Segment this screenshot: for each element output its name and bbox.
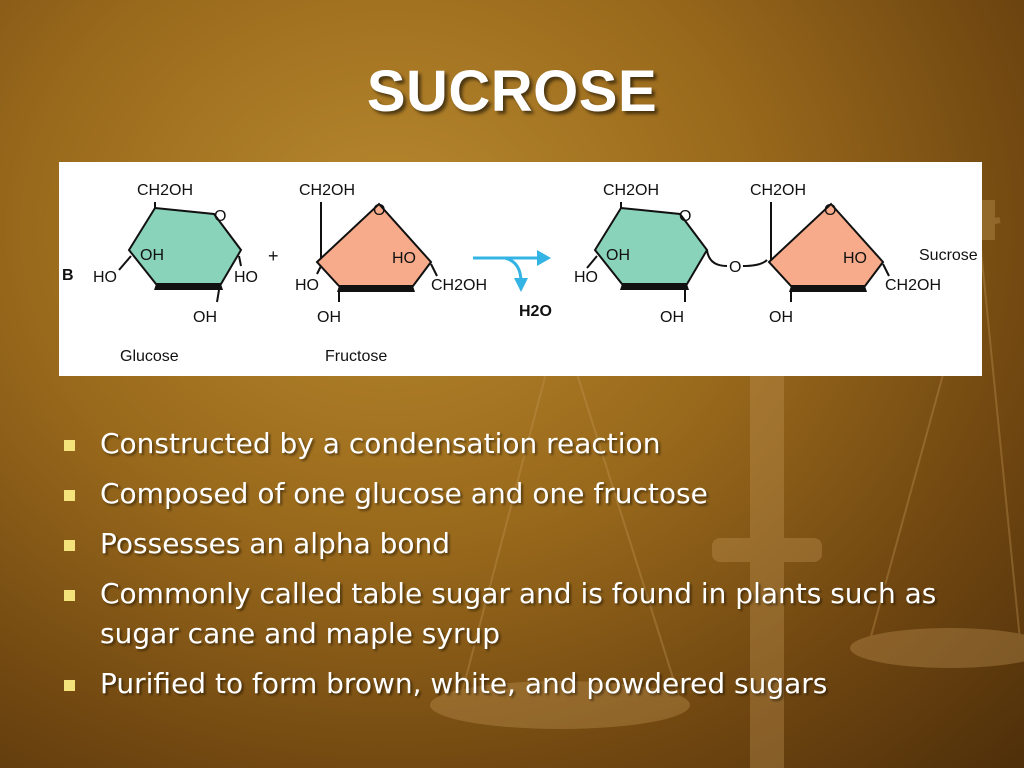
sucrose-fructose-ch2oh-top: CH2OH xyxy=(750,182,806,199)
glucose-ho-right: HO xyxy=(234,269,258,286)
bullet-square-icon xyxy=(64,590,75,601)
bullet-square-icon xyxy=(64,490,75,501)
bullet-square-icon xyxy=(64,680,75,691)
bullet-square-icon xyxy=(64,440,75,451)
sucrose-glucose-ho-left: HO xyxy=(574,269,598,286)
glucose-ho-left: HO xyxy=(93,269,117,286)
slide-title: SUCROSE xyxy=(366,59,658,124)
sucrose-glucose-ring-o: O xyxy=(679,208,691,225)
sucrose-name-label: Sucrose xyxy=(919,247,978,264)
bullet-text: Constructed by a condensation reaction xyxy=(100,427,661,460)
sucrose-bridge-o: O xyxy=(729,259,741,276)
bullet-square-icon xyxy=(64,540,75,551)
sucrose-molecule: CH2OH O OH HO OH O CH2OH O HO CH2OH OH xyxy=(574,182,978,326)
fructose-ho-inner: HO xyxy=(392,250,416,267)
glucose-molecule: CH2OH O OH HO HO OH Glucose xyxy=(93,182,258,365)
water-label: H2O xyxy=(519,303,552,320)
fructose-ho-left: HO xyxy=(295,277,319,294)
glucose-oh-inner: OH xyxy=(140,247,164,264)
bullet-item: Purified to form brown, white, and powde… xyxy=(60,664,980,704)
panel-label: B xyxy=(62,267,74,284)
bullet-text: Purified to form brown, white, and powde… xyxy=(100,667,828,700)
sucrose-glucose-oh-bottom: OH xyxy=(660,309,684,326)
sucrose-fructose-ring-o: O xyxy=(824,202,836,219)
sucrose-fructose-ch2oh-right: CH2OH xyxy=(885,277,941,294)
sucrose-glucose-oh-inner: OH xyxy=(606,247,630,264)
sucrose-fructose-oh-bottom: OH xyxy=(769,309,793,326)
bullet-list: Constructed by a condensation reaction C… xyxy=(60,424,980,714)
glucose-oh-bottom: OH xyxy=(193,309,217,326)
fructose-ch2oh-top: CH2OH xyxy=(299,182,355,199)
sucrose-fructose-ho-inner: HO xyxy=(843,250,867,267)
bullet-item: Constructed by a condensation reaction xyxy=(60,424,980,464)
glucose-name-label: Glucose xyxy=(120,348,179,365)
sucrose-glucose-ch2oh: CH2OH xyxy=(603,182,659,199)
fructose-ch2oh-right: CH2OH xyxy=(431,277,487,294)
fructose-oh-bottom: OH xyxy=(317,309,341,326)
bullet-text: Possesses an alpha bond xyxy=(100,527,451,560)
sucrose-fructose-ring xyxy=(767,202,885,287)
glucose-ring-o: O xyxy=(214,208,226,225)
fructose-molecule: CH2OH O HO HO CH2OH OH Fructose xyxy=(295,182,487,365)
fructose-ring xyxy=(315,202,433,287)
bullet-text: Composed of one glucose and one fructose xyxy=(100,477,708,510)
bullet-item: Possesses an alpha bond xyxy=(60,524,980,564)
fructose-ring-o: O xyxy=(373,202,385,219)
reaction-arrow-icon xyxy=(473,250,551,292)
sucrose-formation-diagram: B CH2OH O OH HO HO OH Glucose + CH2OH O … xyxy=(59,162,982,376)
fructose-name-label: Fructose xyxy=(325,348,387,365)
glucose-ch2oh-label: CH2OH xyxy=(137,182,193,199)
bullet-item: Composed of one glucose and one fructose xyxy=(60,474,980,514)
bullet-text: Commonly called table sugar and is found… xyxy=(100,577,937,650)
plus-sign: + xyxy=(268,246,279,266)
bullet-item: Commonly called table sugar and is found… xyxy=(60,574,980,654)
